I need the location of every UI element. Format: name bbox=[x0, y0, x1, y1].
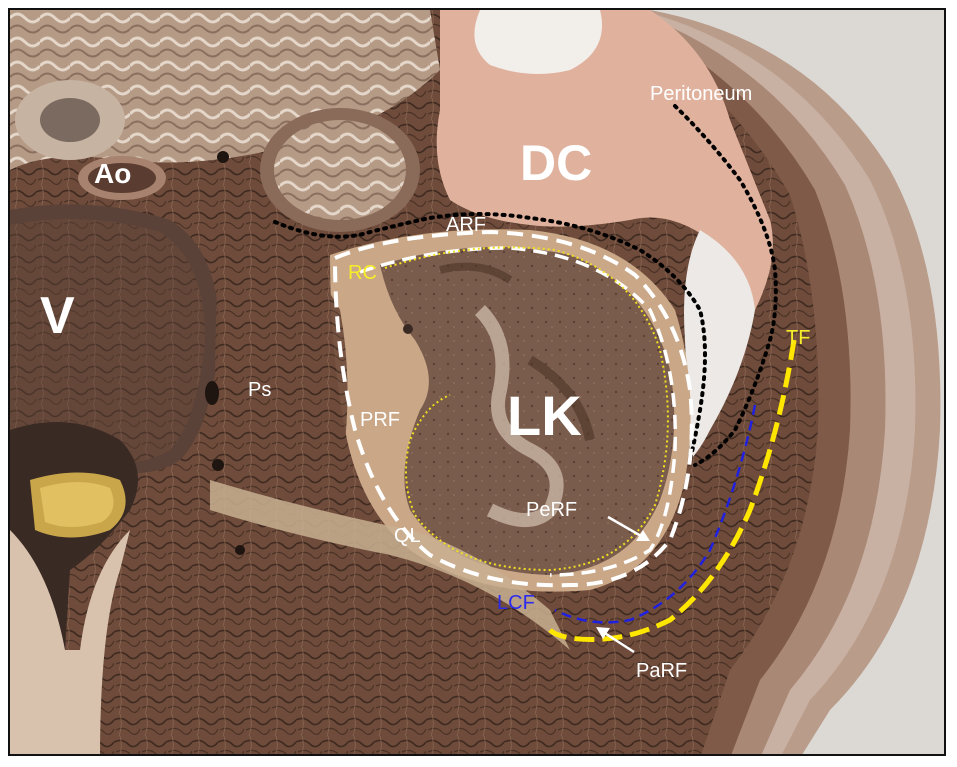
label-dc: DC bbox=[520, 135, 593, 191]
cross-section-photo bbox=[10, 10, 944, 754]
label-arf: ARF bbox=[446, 214, 486, 236]
label-rc: RC bbox=[348, 262, 377, 284]
label-lk: LK bbox=[507, 384, 582, 447]
label-parf: PaRF bbox=[636, 660, 688, 682]
label-prf: PRF bbox=[360, 409, 400, 431]
label-ao: Ao bbox=[94, 158, 132, 189]
image-frame: Peritoneum Ao DC ARF RC V Ps LK PRF TF P… bbox=[8, 8, 946, 756]
label-v: V bbox=[40, 287, 75, 345]
label-peritoneum: Peritoneum bbox=[650, 83, 753, 105]
label-tf: TF bbox=[786, 327, 811, 349]
label-perf: PeRF bbox=[526, 499, 578, 521]
label-ps: Ps bbox=[248, 379, 272, 401]
label-ql: QL bbox=[394, 525, 421, 547]
label-lcf: LCF bbox=[497, 592, 535, 614]
